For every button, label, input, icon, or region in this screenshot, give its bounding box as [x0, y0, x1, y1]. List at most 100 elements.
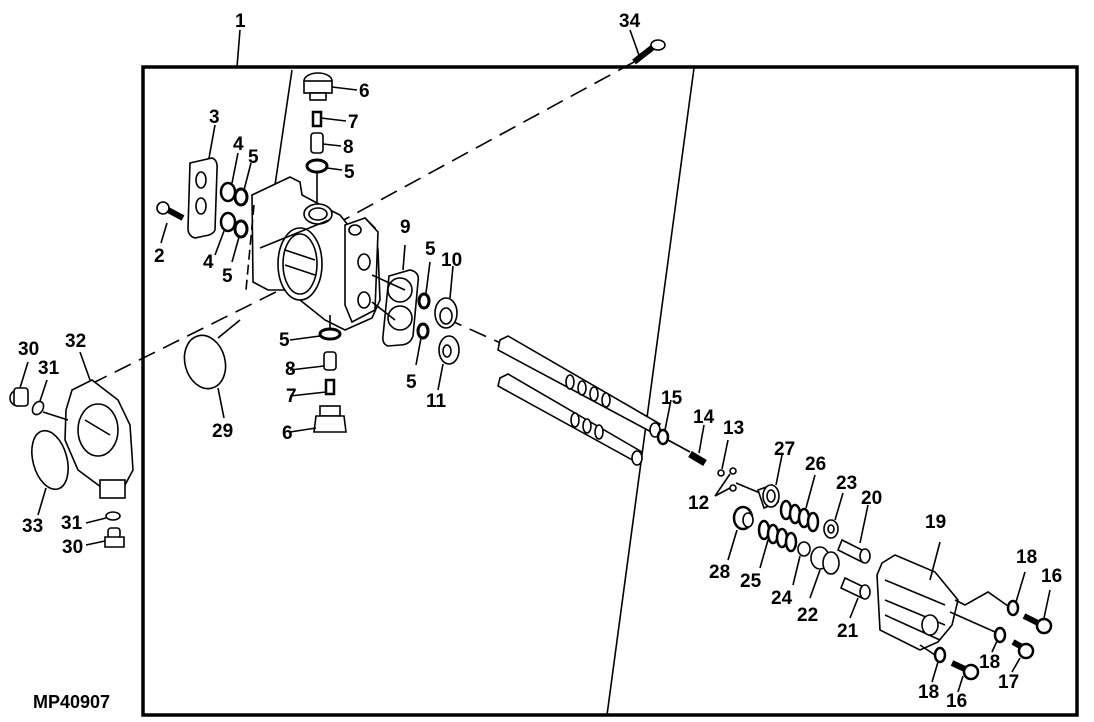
bolt-17: [1011, 639, 1035, 673]
callout-30: 30: [18, 339, 39, 360]
oring-33: [31, 429, 69, 516]
callout-13: 13: [723, 418, 744, 439]
callout-27: 27: [774, 439, 795, 460]
bolt-2: [156, 201, 185, 244]
end-cap-19: [876, 541, 1009, 656]
callout-15: 15: [661, 388, 683, 409]
callout-1: 1: [235, 11, 246, 32]
balls-12: [714, 467, 761, 497]
callout-6: 6: [282, 423, 293, 444]
assembly-frame: [141, 65, 1079, 717]
valve-housing: [245, 176, 381, 331]
washer-18-bottom: [931, 646, 947, 683]
callout-4: 4: [233, 134, 244, 155]
callout-9: 9: [400, 217, 411, 238]
callout-5: 5: [344, 162, 355, 183]
bushing-22: [809, 546, 840, 599]
spring-26: [779, 474, 820, 533]
callout-7: 7: [286, 386, 297, 407]
callout-25: 25: [740, 571, 762, 592]
leader-spool-upper: [606, 67, 695, 716]
callout-34: 34: [619, 11, 641, 32]
callout-20: 20: [861, 488, 882, 509]
plug-30-top: [9, 361, 29, 407]
callout-18: 18: [1016, 547, 1037, 568]
callout-11: 11: [426, 391, 447, 412]
callout-24: 24: [771, 588, 793, 609]
callout-32: 32: [65, 331, 86, 352]
dash-line-32: [94, 279, 301, 383]
callout-10: 10: [441, 250, 462, 271]
oring-31-top: [31, 379, 69, 421]
callout-6: 6: [359, 81, 370, 102]
callout-18: 18: [918, 682, 939, 703]
callout-4: 4: [203, 252, 214, 273]
callout-5: 5: [248, 147, 259, 168]
gasket-3: [187, 124, 218, 239]
callout-28: 28: [709, 562, 730, 583]
callout-33: 33: [22, 516, 43, 537]
callout-31: 31: [61, 513, 83, 534]
oring-5-bottom: [289, 315, 342, 341]
spring-25: [757, 519, 798, 569]
callout-22: 22: [797, 605, 818, 626]
callout-21: 21: [837, 621, 859, 642]
washer-11: [437, 335, 460, 391]
callout-12: 12: [688, 493, 709, 514]
callout-5: 5: [222, 266, 233, 287]
ring-15: [656, 399, 691, 453]
rings-4-5: [214, 152, 252, 263]
collar-27: [756, 454, 783, 510]
sleeve-8-bottom: [289, 351, 337, 371]
washer-18-top: [1006, 571, 1026, 617]
callout-5: 5: [406, 372, 417, 393]
plug-6-top: [303, 72, 358, 101]
bolt-16-top: [1022, 589, 1053, 635]
callout-14: 14: [693, 407, 715, 428]
callout-5: 5: [425, 239, 436, 260]
leader-housing: [274, 69, 293, 186]
callout-2: 2: [154, 246, 165, 267]
bolt-34: [629, 29, 666, 65]
plug-6-bottom: [289, 405, 347, 433]
spring-7-top: [311, 110, 347, 128]
cup-28: [727, 505, 754, 561]
callout-31: 31: [38, 358, 60, 379]
callout-17: 17: [998, 672, 1019, 693]
oring-29: [183, 319, 241, 419]
callout-7: 7: [348, 112, 359, 133]
ball-13: [717, 439, 729, 477]
ring-24: [792, 541, 811, 586]
spring-14: [688, 424, 707, 467]
dash-line-34: [339, 61, 635, 223]
plug-30-bottom: [85, 527, 125, 548]
leader-1: [236, 29, 241, 68]
sleeve-8-top: [310, 132, 342, 154]
callout-18: 18: [979, 652, 1000, 673]
bolt-16-bottom: [950, 660, 980, 693]
pin-21: [839, 576, 871, 619]
callout-23: 23: [836, 473, 857, 494]
washer-18-mid: [991, 626, 1007, 653]
callout-16: 16: [1041, 566, 1062, 587]
figure-id: MP40907: [33, 692, 110, 712]
orings-5-mid: [415, 261, 431, 366]
callout-16: 16: [946, 691, 967, 712]
callout-5: 5: [279, 330, 290, 351]
callout-3: 3: [209, 107, 220, 128]
seal-10: [434, 265, 458, 329]
gasket-9: [371, 244, 420, 347]
callout-8: 8: [343, 137, 354, 158]
washer-23: [823, 492, 844, 539]
end-cover-32: [64, 351, 134, 499]
callout-19: 19: [925, 512, 946, 533]
spring-7-bottom: [289, 378, 336, 397]
pin-20: [836, 504, 871, 564]
callout-30: 30: [62, 537, 83, 558]
callout-29: 29: [212, 421, 233, 442]
oring-31-bottom: [85, 511, 121, 524]
callout-26: 26: [805, 454, 826, 475]
callout-8: 8: [285, 359, 296, 380]
